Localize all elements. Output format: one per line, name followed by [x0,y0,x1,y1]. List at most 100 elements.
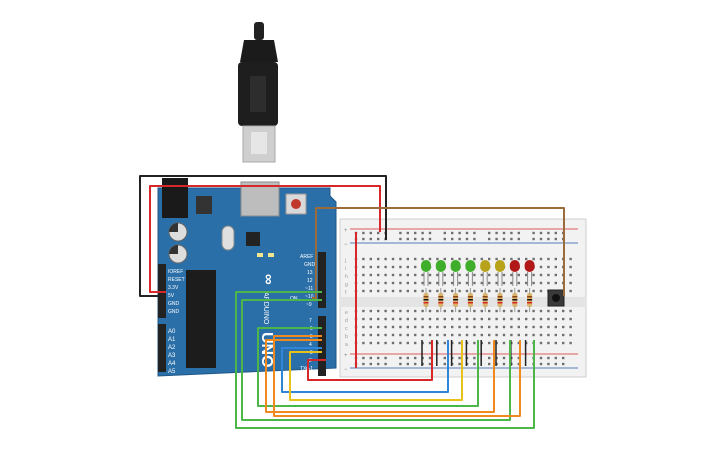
breadboard-hole[interactable] [428,281,432,285]
breadboard-hole[interactable] [384,281,387,285]
rail-hole[interactable] [399,237,402,241]
rail-hole[interactable] [502,231,506,235]
breadboard-hole[interactable] [428,317,432,321]
breadboard-hole[interactable] [428,333,432,337]
breadboard-hole[interactable] [369,325,372,329]
breadboard-hole[interactable] [554,257,557,261]
breadboard-hole[interactable] [406,257,409,261]
breadboard-hole[interactable] [562,317,565,321]
breadboard-hole[interactable] [421,317,424,321]
rail-hole[interactable] [473,362,476,366]
breadboard-hole[interactable] [406,317,409,321]
led[interactable] [524,260,535,286]
breadboard-hole[interactable] [465,325,469,329]
breadboard-hole[interactable] [458,309,461,313]
breadboard-hole[interactable] [458,257,461,261]
breadboard-hole[interactable] [391,341,395,345]
breadboard-hole[interactable] [399,333,402,337]
breadboard-hole[interactable] [414,273,417,277]
breadboard-hole[interactable] [510,325,513,329]
breadboard-hole[interactable] [436,273,439,277]
breadboard-hole[interactable] [554,309,557,313]
breadboard-hole[interactable] [510,273,513,277]
breadboard-hole[interactable] [458,341,461,345]
breadboard-hole[interactable] [399,281,402,285]
breadboard-hole[interactable] [465,289,469,293]
rail-hole[interactable] [399,356,402,360]
breadboard-hole[interactable] [421,281,424,285]
breadboard-hole[interactable] [362,341,365,345]
breadboard-hole[interactable] [547,309,550,313]
breadboard-hole[interactable] [517,289,520,293]
breadboard-hole[interactable] [421,333,424,337]
breadboard-hole[interactable] [377,309,380,313]
rail-hole[interactable] [517,231,520,235]
breadboard-hole[interactable] [406,325,409,329]
breadboard-hole[interactable] [547,273,550,277]
breadboard-hole[interactable] [539,289,543,293]
rail-hole[interactable] [377,362,380,366]
rail-hole[interactable] [517,356,520,360]
breadboard-hole[interactable] [510,309,513,313]
breadboard-hole[interactable] [532,309,535,313]
breadboard-hole[interactable] [510,281,513,285]
rail-hole[interactable] [369,356,372,360]
breadboard-hole[interactable] [391,273,395,277]
breadboard-hole[interactable] [473,289,476,293]
breadboard-hole[interactable] [362,325,365,329]
breadboard-hole[interactable] [369,309,372,313]
breadboard-hole[interactable] [502,289,506,293]
breadboard-hole[interactable] [488,281,491,285]
breadboard-hole[interactable] [502,325,506,329]
breadboard-hole[interactable] [480,333,483,337]
breadboard-hole[interactable] [406,309,409,313]
breadboard-hole[interactable] [458,289,461,293]
breadboard-hole[interactable] [539,281,543,285]
rail-hole[interactable] [473,237,476,241]
breadboard-hole[interactable] [362,309,365,313]
rail-hole[interactable] [458,231,461,235]
breadboard-hole[interactable] [451,325,454,329]
breadboard-hole[interactable] [384,257,387,261]
leds[interactable] [421,260,535,286]
breadboard-hole[interactable] [443,309,446,313]
breadboard-hole[interactable] [399,309,402,313]
rail-hole[interactable] [495,231,498,235]
breadboard-hole[interactable] [384,333,387,337]
breadboard-hole[interactable] [517,309,520,313]
breadboard-hole[interactable] [502,273,506,277]
rail-hole[interactable] [554,356,557,360]
breadboard-hole[interactable] [525,317,528,321]
resistor[interactable] [467,288,473,312]
breadboard-hole[interactable] [473,309,476,313]
breadboard-hole[interactable] [369,317,372,321]
breadboard-hole[interactable] [569,317,572,321]
breadboard-hole[interactable] [525,309,528,313]
breadboard-hole[interactable] [495,333,498,337]
breadboard-hole[interactable] [451,257,454,261]
breadboard-hole[interactable] [406,333,409,337]
rail-hole[interactable] [539,231,543,235]
breadboard-hole[interactable] [414,257,417,261]
breadboard-hole[interactable] [547,317,550,321]
breadboard-hole[interactable] [428,341,432,345]
led[interactable] [495,260,505,286]
rail-hole[interactable] [377,356,380,360]
breadboard-hole[interactable] [406,289,409,293]
breadboard-hole[interactable] [465,273,469,277]
breadboard-hole[interactable] [532,333,535,337]
breadboard-hole[interactable] [517,333,520,337]
rail-hole[interactable] [377,237,380,241]
breadboard-hole[interactable] [414,309,417,313]
breadboard-hole[interactable] [369,333,372,337]
breadboard-hole[interactable] [502,333,506,337]
led[interactable] [465,260,476,286]
breadboard-hole[interactable] [495,273,498,277]
breadboard-hole[interactable] [391,265,395,269]
breadboard-hole[interactable] [458,273,461,277]
breadboard-hole[interactable] [547,341,550,345]
breadboard-hole[interactable] [532,325,535,329]
breadboard-hole[interactable] [539,309,543,313]
breadboard-hole[interactable] [473,317,476,321]
